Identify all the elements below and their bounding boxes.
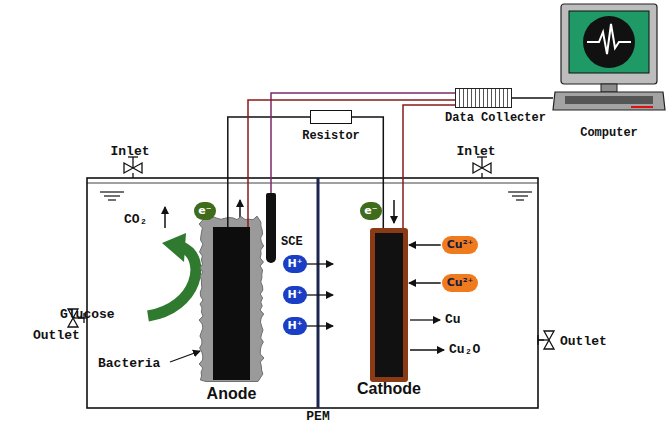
bacteria-film bbox=[199, 216, 264, 381]
wire bbox=[512, 97, 553, 99]
product-arrow bbox=[410, 319, 440, 320]
proton-circle: H⁺ bbox=[283, 317, 306, 335]
copper-ion: Cu²⁺ bbox=[442, 274, 479, 292]
inlet-pipe bbox=[481, 173, 482, 178]
gas-label: CO₂ bbox=[124, 212, 147, 227]
computer: Computer bbox=[553, 2, 665, 112]
waveform bbox=[587, 24, 631, 54]
wire bbox=[271, 93, 455, 193]
tank-rim bbox=[87, 183, 538, 184]
screen-circle bbox=[583, 16, 635, 68]
node-label: Cathode bbox=[357, 380, 421, 398]
inlet-valve bbox=[124, 157, 142, 173]
keyboard-base bbox=[553, 92, 665, 110]
node-label: SCE bbox=[281, 235, 303, 249]
ion-arrow bbox=[409, 282, 441, 284]
pem-membrane bbox=[317, 178, 320, 408]
membrane-label: PEM bbox=[306, 409, 329, 424]
outlet-valve bbox=[538, 331, 554, 349]
copper-ion: Cu²⁺ bbox=[442, 236, 479, 254]
inlet-pipe bbox=[132, 173, 133, 178]
ion-arrow bbox=[409, 244, 441, 246]
electron-circle: e⁻ bbox=[360, 202, 381, 220]
ion-label: Cu²⁺ bbox=[447, 236, 474, 254]
tank bbox=[87, 178, 538, 408]
computer-drawing bbox=[553, 4, 665, 110]
ion-label: H⁺ bbox=[287, 286, 302, 304]
sce-electrode: SCE bbox=[266, 193, 276, 263]
electron-circle: e⁻ bbox=[194, 202, 215, 220]
monitor-frame bbox=[561, 4, 657, 84]
anode-electrode: Anode bbox=[213, 227, 250, 380]
node-label: Data Collecter bbox=[445, 111, 546, 125]
biofilm-label: Bacteria bbox=[98, 356, 160, 371]
wire bbox=[248, 100, 455, 227]
ion-label: e⁻ bbox=[198, 202, 211, 220]
proton-circle: H⁺ bbox=[283, 255, 306, 273]
outlet-label: Outlet bbox=[33, 328, 80, 343]
indicator-light bbox=[631, 106, 653, 108]
leader-line bbox=[170, 351, 200, 362]
proton-arrow bbox=[306, 294, 333, 295]
data-collector: Data Collecter bbox=[455, 88, 512, 108]
proton-arrow bbox=[306, 325, 333, 326]
node-label: Anode bbox=[207, 385, 257, 403]
keyboard-keys bbox=[565, 96, 653, 104]
product-label: Cu bbox=[445, 312, 461, 327]
inlet-label: Inlet bbox=[110, 144, 149, 159]
resistor-symbol: Resistor bbox=[310, 110, 352, 124]
product-arrow bbox=[410, 349, 444, 350]
ion-label: H⁺ bbox=[287, 317, 302, 335]
product-label: Cu₂O bbox=[449, 342, 480, 357]
node-label: Resistor bbox=[302, 129, 360, 143]
electron-arrow bbox=[393, 200, 395, 223]
glucose-arrow-head bbox=[162, 233, 186, 262]
proton-circle: H⁺ bbox=[283, 286, 306, 304]
glucose-arrow bbox=[148, 247, 196, 316]
substrate-label: Glucose bbox=[60, 307, 115, 322]
outlet-label: Outlet bbox=[560, 334, 607, 349]
inlet-valve bbox=[473, 157, 491, 173]
inlet-label: Inlet bbox=[456, 144, 495, 159]
node-label: Computer bbox=[580, 126, 638, 140]
co2-arrow bbox=[164, 207, 166, 228]
ion-label: H⁺ bbox=[287, 255, 302, 273]
water-level bbox=[100, 192, 532, 200]
ion-label: e⁻ bbox=[364, 202, 377, 220]
monitor-neck bbox=[601, 84, 617, 92]
monitor-screen bbox=[569, 11, 649, 73]
cathode-electrode: Cathode bbox=[370, 228, 408, 382]
ion-label: Cu²⁺ bbox=[447, 274, 474, 292]
proton-arrow bbox=[306, 263, 333, 264]
